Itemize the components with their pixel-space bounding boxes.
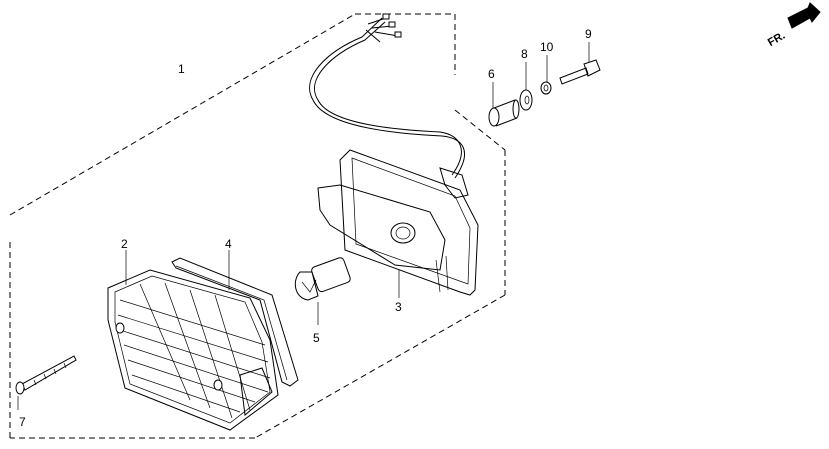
leader-lines [17,42,590,410]
callout-9: 9 [585,27,592,41]
bolt-part [559,59,601,85]
callout-10: 10 [540,40,554,54]
collar-part [488,99,520,127]
callout-4: 4 [225,237,232,251]
nut-part [540,81,552,95]
callout-7: 7 [19,415,26,429]
callout-2: 2 [121,237,128,251]
front-direction-arrow: FR. [766,2,821,49]
lens-part [107,269,279,431]
bulb-part [294,257,351,301]
callout-5: 5 [313,331,320,345]
gasket-part [171,257,299,387]
washer-part [519,89,533,111]
callout-1: 1 [178,62,185,76]
callout-6: 6 [488,67,495,81]
callout-8: 8 [521,47,528,61]
screw-part [15,355,77,395]
callout-3: 3 [395,300,402,314]
housing-part [317,149,479,296]
assembly-boundary [9,13,506,439]
front-direction-label: FR. [766,30,787,49]
wiring-harness [309,13,466,179]
